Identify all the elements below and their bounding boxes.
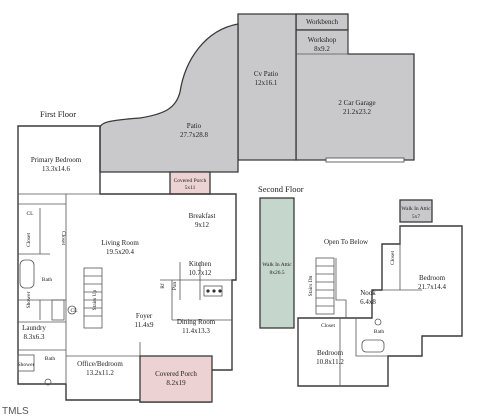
- bedroom-right-name: Bedroom: [419, 274, 446, 282]
- bedroom-bottom-name: Bedroom: [317, 349, 344, 357]
- patio-area: [99, 23, 239, 173]
- workbench-label: Workbench: [306, 18, 339, 26]
- cl-label-hall: CL: [70, 308, 78, 314]
- stairs-down-second: [315, 257, 335, 315]
- bath-label-primary: Bath: [42, 277, 53, 283]
- shower-first: [51, 299, 65, 321]
- nook-dim: 6.4x8: [360, 298, 376, 306]
- bath-label-second: Bath: [374, 329, 385, 335]
- living-room-name: Living Room: [101, 239, 139, 247]
- stairs-dn-label: Stairs Dn: [308, 275, 314, 296]
- breakfast-dim: 9x12: [195, 221, 210, 229]
- closet-label-second-right: Closet: [390, 251, 396, 266]
- bath-label-laundry: Bath: [45, 356, 56, 362]
- covered-porch-front-area: [139, 355, 213, 403]
- nook-name: Nook: [360, 289, 376, 297]
- dining-room-dim: 11.4x13.3: [182, 327, 210, 335]
- laundry-name: Laundry: [22, 324, 46, 332]
- cv-patio-area: [237, 13, 297, 161]
- walk-in-attic-small-area: [399, 199, 433, 223]
- stairs-up-first: [83, 267, 103, 329]
- garage-dim: 21.2x23.2: [343, 108, 372, 116]
- covered-porch-front-dim: 8.2x19: [166, 379, 186, 387]
- primary-bedroom-dim: 13.3x14.6: [42, 165, 71, 173]
- patio-dim: 27.7x28.8: [180, 131, 209, 139]
- walk-in-attic-small-dim: 5x7: [412, 214, 421, 220]
- patio-name: Patio: [187, 122, 202, 130]
- dining-room-name: Dining Room: [177, 318, 216, 326]
- toilet-laundry: [44, 378, 52, 386]
- closet-label-second-bottom: Closet: [321, 323, 336, 329]
- cl-label: CL: [26, 211, 34, 217]
- shower-laundry: [17, 354, 35, 372]
- walk-in-attic-big-area: [259, 197, 295, 329]
- laundry-dim: 8.3x6.3: [24, 333, 46, 341]
- foyer-dim: 11.4x9: [135, 321, 154, 329]
- living-room-dim: 19.5x20.4: [106, 248, 135, 256]
- walk-in-attic-big-dim: 8x26.5: [269, 270, 284, 276]
- second-floor-heading: Second Floor: [258, 184, 304, 194]
- bedroom-right-dim: 21.7x14.4: [418, 283, 447, 291]
- workshop-name: Workshop: [308, 36, 337, 44]
- kitchen-dim: 10.7x12: [189, 269, 212, 277]
- first-floor-heading: First Floor: [40, 109, 76, 119]
- garage-name: 2 Car Garage: [338, 99, 375, 107]
- stairs-up-label: Stairs Up: [92, 289, 98, 310]
- office-bedroom-name: Office/Bedroom: [77, 360, 123, 368]
- bedroom-bottom-dim: 10.8x11.2: [316, 358, 344, 366]
- second-floor-interior-walls: [335, 226, 422, 386]
- tub-second: [361, 339, 385, 353]
- foyer-name: Foyer: [136, 312, 153, 320]
- toilet-second: [374, 318, 382, 326]
- shower-label-primary: Shower: [26, 291, 32, 308]
- tub: [19, 259, 35, 289]
- range: [203, 285, 223, 297]
- garage-door: [325, 157, 405, 163]
- refrigerator-label: Rf: [159, 283, 166, 289]
- breakfast-name: Breakfast: [189, 212, 216, 220]
- closet-label-hall: Closet: [60, 231, 66, 246]
- open-to-below-label: Open To Below: [324, 238, 369, 246]
- closet-label-primary: Closet: [26, 233, 32, 248]
- walk-in-attic-small-name: Walk In Attic: [401, 206, 431, 212]
- shower-label-laundry: Shower: [18, 362, 35, 368]
- office-bedroom-dim: 13.2x11.2: [86, 369, 114, 377]
- covered-porch-front-name: Covered Porch: [155, 370, 197, 378]
- second-floor-outline: [297, 225, 463, 387]
- walk-in-attic-big-name: Walk In Attic: [262, 262, 292, 268]
- workshop-dim: 8x9.2: [314, 45, 330, 53]
- covered-porch-back-dim: 5x11: [185, 185, 196, 191]
- primary-bedroom-name: Primary Bedroom: [31, 156, 82, 164]
- covered-porch-back-name: Covered Porch: [174, 178, 207, 184]
- pantry-label: Pan: [172, 282, 178, 291]
- cv-patio-dim: 12x16.1: [255, 79, 278, 87]
- kitchen-name: Kitchen: [189, 260, 212, 268]
- toilet-first: [67, 305, 77, 315]
- watermark: TMLS: [2, 406, 29, 417]
- cv-patio-name: Cv Patio: [254, 70, 279, 78]
